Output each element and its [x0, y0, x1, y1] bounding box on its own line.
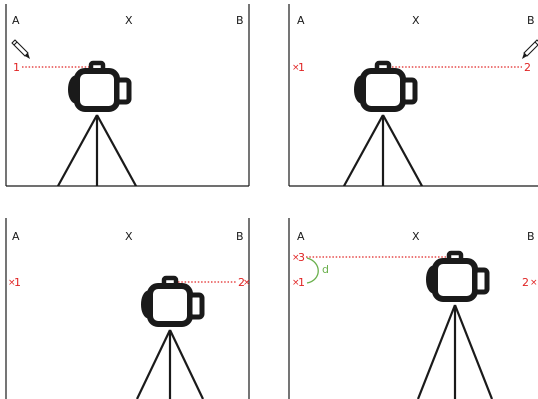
corner-label-x: X — [125, 230, 133, 243]
panel-2: A X B × 1 2 — [288, 4, 538, 187]
corner-label-b: B — [236, 14, 244, 27]
corner-label-b: B — [527, 14, 535, 27]
mark-x-symbol: × — [292, 278, 300, 288]
corner-label-b: B — [527, 230, 535, 243]
corner-label-a: A — [12, 230, 20, 243]
corner-label-b: B — [236, 230, 244, 243]
tripod-icon — [57, 114, 137, 187]
mark-x-symbol: × — [243, 278, 251, 288]
laser-level-icon — [357, 63, 415, 109]
laser-level-icon — [144, 278, 202, 324]
corner-label-a: A — [12, 14, 20, 27]
pencil-icon — [521, 39, 538, 60]
pencil-icon — [11, 39, 31, 60]
tripod-icon — [416, 304, 494, 399]
laser-level-icon — [429, 253, 487, 299]
corner-label-x: X — [412, 14, 420, 27]
panel-4: A X B × 3 × 1 d 2 × — [288, 218, 538, 399]
mark-label: 1 — [14, 276, 21, 289]
tripod-icon — [343, 114, 423, 187]
mark-label: 3 — [298, 251, 305, 264]
mark-label: 2 — [238, 276, 245, 289]
mark-label: 2 — [522, 276, 529, 289]
panel-1: A X B 1 — [5, 4, 250, 187]
corner-label-x: X — [125, 14, 133, 27]
mark-label: 1 — [298, 61, 305, 74]
mark-x-symbol: × — [8, 278, 16, 288]
mark-label: 1 — [13, 61, 20, 74]
mark-x-symbol: × — [292, 253, 300, 263]
angle-arc — [306, 257, 319, 284]
panel-3: A X B × 1 2 × — [5, 218, 251, 399]
mark-x-symbol: × — [530, 278, 538, 288]
mark-label: 2 — [524, 61, 531, 74]
laser-level-icon — [71, 63, 129, 109]
corner-label-x: X — [412, 230, 420, 243]
corner-label-a: A — [297, 14, 305, 27]
tripod-icon — [136, 329, 204, 399]
mark-label: 1 — [298, 276, 305, 289]
corner-label-a: A — [297, 230, 305, 243]
angle-label: d — [322, 263, 329, 276]
mark-x-symbol: × — [292, 63, 300, 73]
